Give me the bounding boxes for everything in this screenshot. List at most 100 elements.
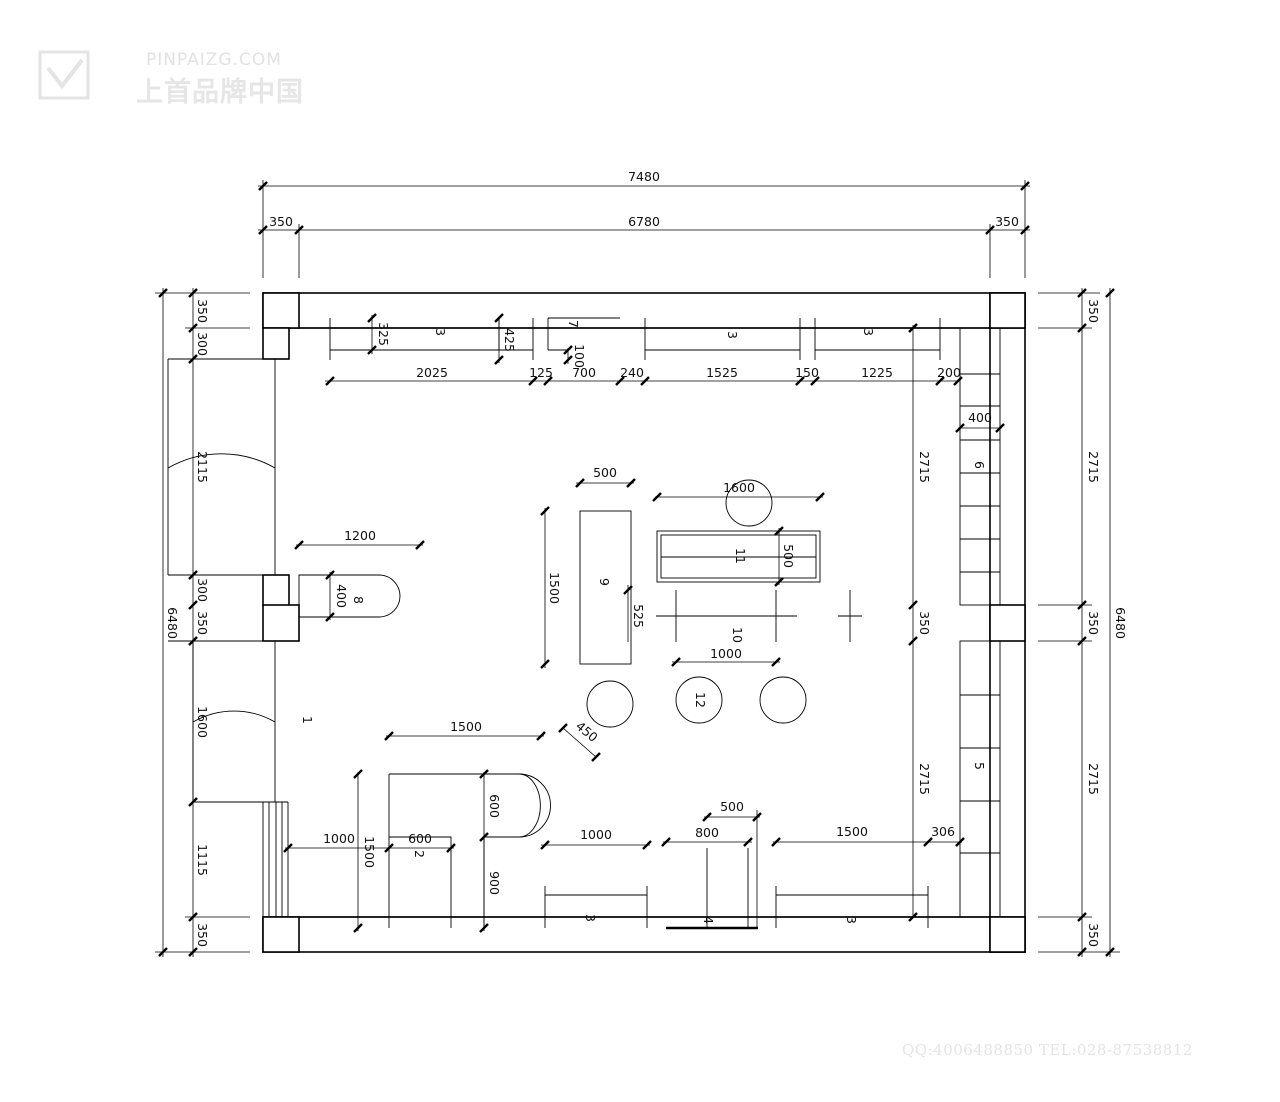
column-top-left [262,292,300,329]
dim-inner-mid: 350 [917,611,932,635]
dimension-text: 7480 350 6780 350 2025 125 700 240 1525 … [165,169,1128,947]
bench-8 [298,574,401,618]
dim-overall-width: 7480 [628,169,660,184]
wall-shelf-lower [959,640,1001,918]
dim-door-top: 2115 [195,451,210,483]
dim-counter-width: 1500 [450,719,482,734]
door-swing-lower [192,710,276,723]
column-mid-left [262,604,300,642]
dim-counter-600: 600 [487,794,502,818]
column-bottom-left [262,916,300,953]
label-stools: 12 [693,692,708,708]
dim-counter-offset: 1000 [323,831,355,846]
column-mid-right [989,604,1026,642]
dim-top-run-6: 150 [795,365,819,380]
table-11 [656,530,821,583]
contact-info: QQ:4006488850 TEL:028-87538812 [902,1041,1193,1059]
dim-bottom-run-4: 1500 [836,824,868,839]
dim-inner-width: 6780 [628,214,660,229]
label-shelf-bottom-2: 3 [844,916,859,924]
dim-bench-length: 1200 [344,528,376,543]
dim-top-run-4: 240 [620,365,644,380]
dim-stools-spacing: 1000 [710,646,742,661]
dim-counter-1500: 1500 [362,836,377,868]
furniture [298,317,1001,930]
label-wall-shelf-lower: 5 [972,762,987,770]
dim-top-run-3: 700 [572,365,596,380]
counter-2 [389,773,551,928]
label-bench: 8 [351,596,366,604]
dimension-lines [155,180,1120,958]
dim-left-wall-mid: 350 [195,611,210,635]
bottom-wall [262,916,1026,953]
label-shelf-top-3: 3 [861,328,876,336]
label-shelf-top-2: 3 [725,331,740,339]
dim-table9-length: 1500 [547,572,562,604]
dim-top-run-8: 200 [937,365,961,380]
dim-top-run-5: 1525 [706,365,738,380]
watermark: PINPAIZG.COM 上首品牌中国 [38,48,308,108]
dim-left-wall-bottom: 350 [195,923,210,947]
dim-overall-height-right: 6480 [1113,607,1128,639]
label-table-9: 9 [597,578,612,586]
stool-1 [586,680,634,728]
dim-top-run-2: 125 [529,365,553,380]
dim-wall-right: 350 [995,214,1019,229]
dim-door-bottom: 1600 [195,706,210,738]
dim-inner-run-top: 2715 [917,451,932,483]
dim-right-run-bottom: 2715 [1086,763,1101,795]
dim-bottom-run-3: 500 [720,799,744,814]
dim-right-wall-bottom: 350 [1086,923,1101,947]
dim-bench-depth: 400 [334,584,349,608]
label-counter: 2 [412,850,427,858]
wall-shelf-upper [959,327,1001,606]
stool-2 [675,676,723,724]
dim-left-wall-top: 350 [195,299,210,323]
dim-overall-height-left: 6480 [165,607,180,639]
dim-right-wall-top: 350 [1086,299,1101,323]
label-table-11: 11 [733,548,748,564]
label-shelf-top-1: 3 [433,328,448,336]
walls [262,292,1026,953]
dim-inner-run-bottom: 2715 [917,763,932,795]
dim-rack-depth: 525 [631,604,646,628]
pier-top-left [262,327,290,360]
dim-top-run-1: 2025 [416,365,448,380]
dim-table9-width: 500 [593,465,617,480]
dim-bottom-run-2: 800 [695,825,719,840]
column-top-right [989,292,1026,329]
dim-right-shelf-400: 400 [968,410,992,425]
dim-shelf-425: 425 [502,328,517,352]
dim-stool-diameter: 450 [573,718,601,745]
dim-shelf-325: 325 [376,322,391,346]
pier-mid-left [262,574,290,607]
dim-right-run-top: 2715 [1086,451,1101,483]
dim-table11-depth: 500 [781,544,796,568]
dim-top-run-7: 1225 [861,365,893,380]
door-swing-upper [167,453,276,469]
dim-left-pier-top: 300 [195,332,210,356]
stool-top [725,479,773,527]
watermark-english: PINPAIZG.COM [146,50,282,70]
dim-counter-inner: 600 [408,831,432,846]
dim-left-pier-mid: 300 [195,578,210,602]
label-display-7: 7 [566,320,581,328]
dim-left-bottom-run: 1115 [195,844,210,876]
label-rack: 10 [730,627,745,643]
dim-table11-width: 1600 [723,480,755,495]
label-mirror: 4 [701,916,716,924]
column-bottom-right [989,916,1026,953]
dim-bottom-run-1: 1000 [580,827,612,842]
item-labels: 1 2 3 3 3 3 3 4 5 6 7 8 9 10 11 12 [300,320,987,924]
watermark-chinese: 上首品牌中国 [136,77,304,108]
table-9 [579,510,632,665]
stool-3 [759,676,807,724]
brand-logo-icon [38,50,90,100]
label-entrance: 1 [300,716,315,724]
dim-counter-900: 900 [487,871,502,895]
label-wall-shelf-upper: 6 [972,461,987,469]
label-shelf-bottom-1: 3 [583,914,598,922]
dim-gap-100: 100 [572,344,587,368]
dim-bottom-run-5: 306 [931,824,955,839]
